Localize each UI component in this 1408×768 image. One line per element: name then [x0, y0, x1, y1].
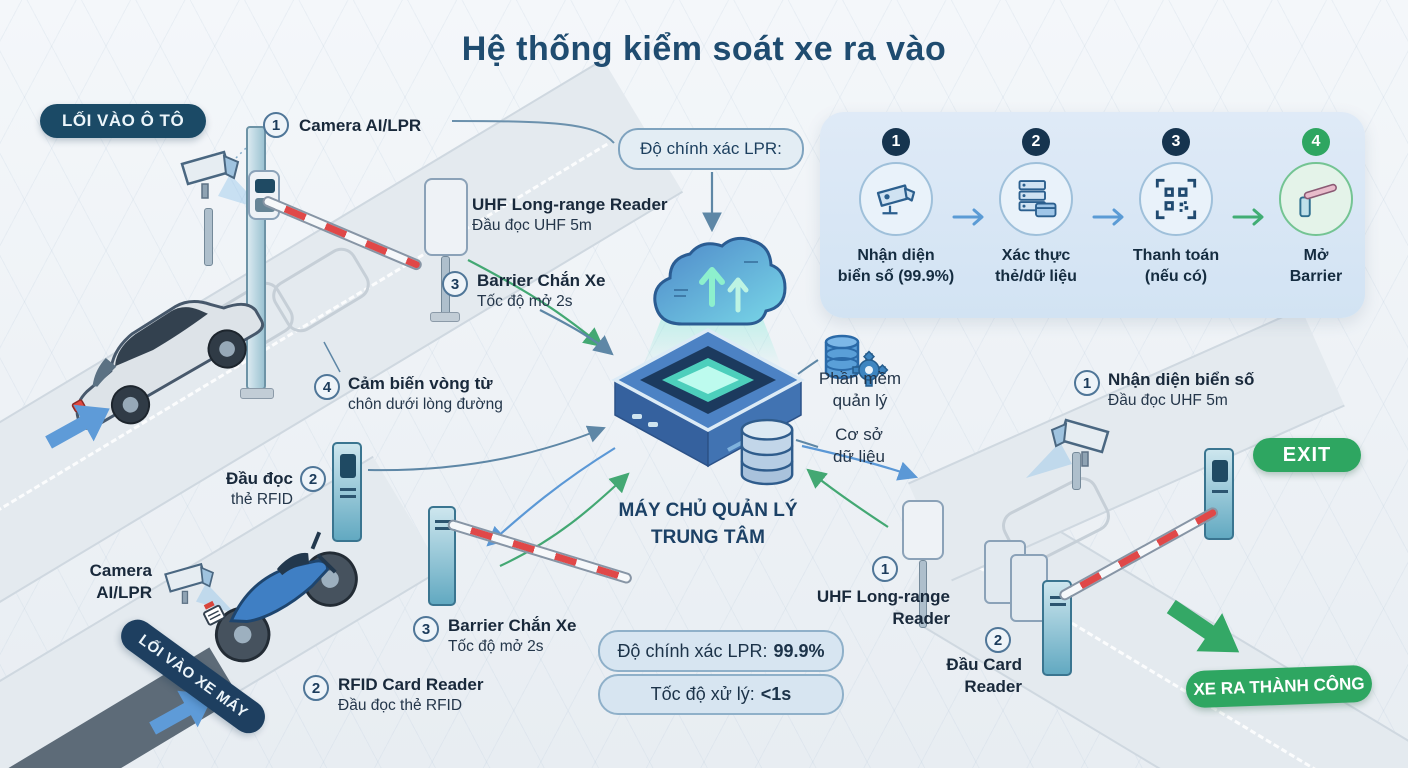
lane-arrow-icon	[45, 404, 110, 449]
sign-base	[430, 312, 460, 322]
flow-arrow-icon	[1092, 208, 1124, 226]
step-number-badge: 2	[1022, 128, 1050, 156]
cctv-camera-icon	[1026, 418, 1110, 478]
sign-pole	[919, 560, 927, 628]
process-flow-panel: 1 Nhận diện biển số (99.9%) 2 Xác thực t…	[820, 112, 1365, 318]
bike-camera-label: Camera AI/LPR	[89, 561, 152, 603]
uhf-reader-label: UHF Long-range Reader Đầu đọc UHF 5m	[472, 195, 668, 235]
exit-success-badge: XE RA THÀNH CÔNG	[1185, 664, 1373, 709]
cctv-camera-icon	[164, 562, 236, 614]
exit-badge: EXIT	[1253, 438, 1361, 472]
step-marker-1: 1	[1074, 370, 1100, 396]
exit-lpr-label: Nhận diện biển số Đầu đọc UHF 5m	[1108, 370, 1255, 410]
lpr-accuracy-stat: Độ chính xác LPR:99.9%	[598, 630, 844, 672]
barrier-arm-bike	[446, 518, 634, 585]
step-marker-3: 3	[413, 616, 439, 642]
gantry-panel	[248, 170, 280, 220]
flow-step-2: 2 Xác thực thẻ/dữ liệu	[974, 128, 1098, 288]
lpr-accuracy-callout: Độ chính xác LPR:	[618, 128, 804, 170]
step-marker-2: 2	[303, 675, 329, 701]
rfid-kiosk	[332, 442, 362, 542]
flow-arrow-icon	[952, 208, 984, 226]
flow-step-3: 3 Thanh toán (nếu có)	[1114, 128, 1238, 288]
rfid-card-reader-label: RFID Card Reader Đầu đọc thẻ RFID	[338, 675, 484, 715]
step-marker-2: 2	[985, 627, 1011, 653]
database-stack-icon	[740, 418, 794, 486]
camera-ai-lpr-label: Camera AI/LPR	[299, 116, 422, 135]
software-label: Phần mềm quản lý	[818, 369, 902, 411]
post-base	[240, 388, 274, 399]
exit-sign-panel	[902, 500, 944, 560]
reader-panel	[1010, 554, 1048, 622]
step-marker-3: 3	[442, 271, 468, 297]
car-illustration	[71, 300, 265, 430]
lane-arrow-icon	[149, 690, 214, 735]
camera-pole	[1072, 452, 1081, 490]
uhf-antenna-panel	[424, 178, 468, 256]
card-reader-kiosk	[1204, 448, 1234, 540]
car-entrance-badge: LỐI VÀO Ô TÔ	[40, 104, 207, 138]
motorcycle-illustration	[203, 531, 358, 663]
step-marker-2: 2	[300, 466, 326, 492]
loop-sensor-label: Cảm biến vòng từ chôn dưới lòng đường	[348, 374, 503, 414]
exit-arrow-icon	[1166, 599, 1240, 653]
processing-speed-stat: Tốc độ xử lý:<1s	[598, 674, 844, 715]
step-number-badge: 3	[1162, 128, 1190, 156]
software-gear-icon	[824, 334, 889, 387]
bike-barrier-label: Barrier Chắn Xe Tốc độ mở 2s	[448, 616, 577, 656]
page-title: Hệ thống kiểm soát xe ra vào	[461, 30, 947, 68]
rfid-head-label: Đầu đọc thẻ RFID	[225, 469, 293, 509]
server-title: MÁY CHỦ QUẢN LÝ TRUNG TÂM	[618, 500, 798, 548]
flow-arrow-icon	[1232, 208, 1264, 226]
step-number-badge: 1	[882, 128, 910, 156]
step-number-badge: 4	[1302, 128, 1330, 156]
flow-step-1: 1 Nhận diện biển số (99.9%)	[834, 128, 958, 288]
flow-step-4: 4 Mở Barrier	[1254, 128, 1378, 288]
qr-code-icon	[1139, 162, 1213, 236]
step-marker-1: 1	[263, 112, 289, 138]
step-marker-4: 4	[314, 374, 340, 400]
barrier-label: Barrier Chắn Xe Tốc độ mở 2s	[477, 271, 606, 311]
database-label: Cơ sở dữ liệu	[832, 425, 886, 467]
exit-card-reader-label: Đầu Card Reader	[946, 655, 1022, 697]
step-marker-1: 1	[872, 556, 898, 582]
exit-uhf-label: UHF Long-range Reader	[816, 587, 950, 629]
cloud-upload-icon	[653, 236, 787, 326]
cctv-camera-icon	[859, 162, 933, 236]
camera-pole	[204, 208, 213, 266]
server-card-icon	[999, 162, 1073, 236]
barrier-gate-icon	[1279, 162, 1353, 236]
server-platform-illustration	[611, 328, 805, 468]
